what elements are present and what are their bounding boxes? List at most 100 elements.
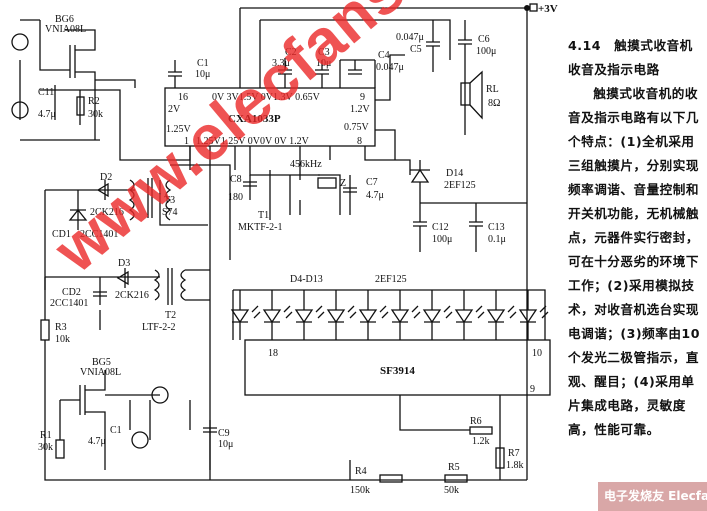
c3-label: C3 bbox=[318, 47, 330, 58]
c12-label: C12 bbox=[432, 222, 449, 233]
article-title: 4.14 触摸式收音机收音及指示电路 bbox=[568, 38, 693, 77]
touch-electrode-bottom-b bbox=[131, 431, 149, 449]
ic-cxa1033p-body bbox=[164, 87, 376, 147]
speaker-cone bbox=[469, 70, 483, 120]
d14-type: 2EF125 bbox=[444, 180, 476, 191]
cd2-type: 2CC1401 bbox=[50, 298, 88, 309]
led-array bbox=[230, 290, 549, 340]
xtal-label: Z bbox=[340, 178, 346, 189]
leds-type: 2EF125 bbox=[375, 274, 407, 285]
c1-bottom-label: C1 bbox=[110, 425, 122, 436]
ic1-left-v2: 1.25V bbox=[166, 124, 192, 135]
r7-value: 1.8k bbox=[506, 460, 524, 471]
c9-value: 10μ bbox=[218, 439, 233, 450]
ic1-top-voltages: 0V 3V1.5V 0V1.3V 0.65V bbox=[212, 92, 321, 103]
r6-label: R6 bbox=[470, 416, 482, 427]
bg6-type: VNIA08L bbox=[45, 24, 86, 35]
c1-top-value: 10μ bbox=[195, 69, 210, 80]
r6-value: 1.2k bbox=[472, 436, 490, 447]
ic2-name: SF3914 bbox=[380, 365, 415, 377]
t3-label: T3 bbox=[164, 195, 175, 206]
ic1-pin9: 9 bbox=[360, 92, 365, 103]
c2-label: C2 bbox=[285, 47, 297, 58]
crystal-z bbox=[317, 177, 337, 189]
led-diode bbox=[326, 290, 357, 340]
bg5-type: VNIA08L bbox=[80, 367, 121, 378]
led-diode bbox=[358, 290, 389, 340]
ic1-pin1: 1 bbox=[184, 136, 189, 147]
speaker-body bbox=[460, 82, 471, 106]
ic1-name: CXA1033P bbox=[228, 113, 281, 125]
t3-type: S74 bbox=[162, 207, 178, 218]
c4-value: 0.047μ bbox=[376, 62, 404, 73]
cd1-label: CD1 bbox=[52, 229, 71, 240]
d14-label: D14 bbox=[446, 168, 463, 179]
led-diode bbox=[230, 290, 261, 340]
r7-label: R7 bbox=[508, 448, 520, 459]
d3-label: D3 bbox=[118, 258, 130, 269]
cd2-label: CD2 bbox=[62, 287, 81, 298]
bg5-label: BG5 bbox=[92, 357, 111, 368]
resistor-r6-body bbox=[469, 426, 493, 435]
touch-electrode-top-a bbox=[11, 33, 29, 51]
site-logo: 电子发烧友 Elecfans.com bbox=[598, 482, 707, 511]
d2-label: D2 bbox=[100, 172, 112, 183]
c6-label: C6 bbox=[478, 34, 490, 45]
t2-type: LTF-2-2 bbox=[142, 322, 176, 333]
resistor-r1-body bbox=[55, 439, 65, 459]
led-diode bbox=[518, 290, 549, 340]
wires bbox=[11, 7, 551, 483]
rl-value: 8Ω bbox=[488, 98, 500, 109]
touch-electrode-top-b bbox=[11, 101, 29, 119]
r5-value: 50k bbox=[444, 485, 459, 496]
c1-top-label: C1 bbox=[197, 58, 209, 69]
c3-value: 10μ bbox=[316, 58, 331, 69]
resistor-r5-body bbox=[444, 474, 468, 483]
r3-value: 10k bbox=[55, 334, 70, 345]
article-body: 触摸式收音机的收音及指示电路有以下几个特点：(1)全机采用三组触摸片，分别实现频… bbox=[568, 86, 700, 437]
xtal-frequency: 456kHz bbox=[290, 159, 322, 170]
touch-electrode-bottom-a bbox=[151, 386, 169, 404]
ic1-right-v1: 1.2V bbox=[350, 104, 371, 115]
c8-label: C8 bbox=[230, 174, 242, 185]
c5-label: C5 bbox=[410, 44, 422, 55]
c1-bottom-value: 4.7μ bbox=[88, 436, 106, 447]
led-diode bbox=[294, 290, 325, 340]
c6-value: 100μ bbox=[476, 46, 496, 57]
t2-label: T2 bbox=[165, 310, 176, 321]
resistor-r7-body bbox=[495, 447, 505, 469]
t1-type: MKTF-2-1 bbox=[238, 222, 282, 233]
bg6-label: BG6 bbox=[55, 14, 74, 25]
article-text: 4.14 触摸式收音机收音及指示电路 触摸式收音机的收音及指示电路有以下几个特点… bbox=[568, 34, 704, 442]
led-diode bbox=[262, 290, 293, 340]
ic-sf3914-body bbox=[244, 339, 551, 396]
supply-terminal bbox=[529, 3, 538, 12]
c11-label: C11 bbox=[38, 87, 54, 98]
ic2-pin9: 9 bbox=[530, 384, 535, 395]
r4-label: R4 bbox=[355, 466, 367, 477]
ic1-right-v2: 0.75V bbox=[344, 122, 370, 133]
resistor-r2-body bbox=[76, 96, 85, 116]
r5-label: R5 bbox=[448, 462, 460, 473]
led-diode bbox=[390, 290, 421, 340]
c12-value: 100μ bbox=[432, 234, 452, 245]
rl-label: RL bbox=[486, 84, 499, 95]
ic1-bottom-voltages: 1.25V1.25V 0V0V 0V 1.2V bbox=[196, 136, 310, 147]
c7-value: 4.7μ bbox=[366, 190, 384, 201]
r2-label: R2 bbox=[88, 96, 100, 107]
led-diode bbox=[454, 290, 485, 340]
c9-label: C9 bbox=[218, 428, 230, 439]
c11-value: 4.7μ bbox=[38, 109, 56, 120]
ic2-pin10: 10 bbox=[532, 348, 542, 359]
supply-label: +3V bbox=[538, 3, 558, 15]
r1-label: R1 bbox=[40, 430, 52, 441]
c5-value: 0.047μ bbox=[396, 32, 424, 43]
ic1-pin8: 8 bbox=[357, 136, 362, 147]
ic2-pin18: 18 bbox=[268, 348, 278, 359]
resistor-r4-body bbox=[379, 474, 403, 483]
r1-value: 30k bbox=[38, 442, 53, 453]
junction-dot bbox=[524, 5, 530, 11]
ic1-pin16: 16 bbox=[178, 92, 188, 103]
c2-value: 3.3μ bbox=[272, 58, 290, 69]
